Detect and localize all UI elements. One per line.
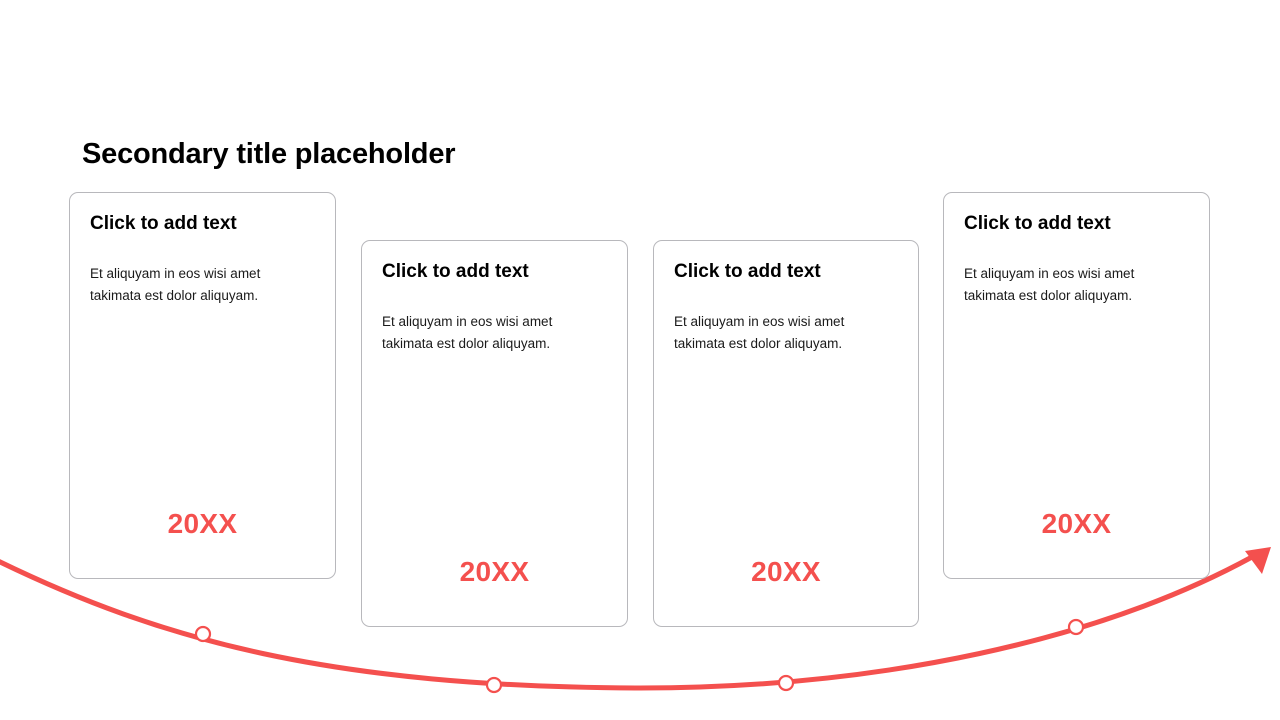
content-card-4[interactable]: Click to add text Et aliquyam in eos wis… [943,192,1210,579]
card-year-1[interactable]: 20XX [167,508,238,539]
card-title-1[interactable]: Click to add text [90,213,237,234]
card-title-3[interactable]: Click to add text [674,261,821,282]
content-card-2[interactable]: Click to add text Et aliquyam in eos wis… [361,240,628,627]
card-year-2[interactable]: 20XX [459,556,530,587]
card-year-3[interactable]: 20XX [751,556,821,587]
card-year-4[interactable]: 20XX [1041,508,1112,539]
timeline-marker-3[interactable] [777,674,795,692]
card-body-4[interactable]: Et aliquyam in eos wisi amet takimata es… [964,266,1135,303]
timeline-marker-2[interactable] [485,676,503,694]
timeline-marker-1[interactable] [194,625,212,643]
card-body-2[interactable]: Et aliquyam in eos wisi amet takimata es… [382,314,553,351]
timeline-marker-4[interactable] [1067,618,1085,636]
card-body-1[interactable]: Et aliquyam in eos wisi amet takimata es… [90,266,261,303]
page-title: Secondary title placeholder [82,138,456,170]
content-card-3[interactable]: Click to add text Et aliquyam in eos wis… [653,240,919,627]
card-title-2[interactable]: Click to add text [382,261,529,282]
card-body-3[interactable]: Et aliquyam in eos wisi amet takimata es… [674,314,845,351]
card-title-4[interactable]: Click to add text [964,213,1111,234]
timeline-arrowhead-icon [1245,547,1271,574]
content-card-1[interactable]: Click to add text Et aliquyam in eos wis… [69,192,336,579]
